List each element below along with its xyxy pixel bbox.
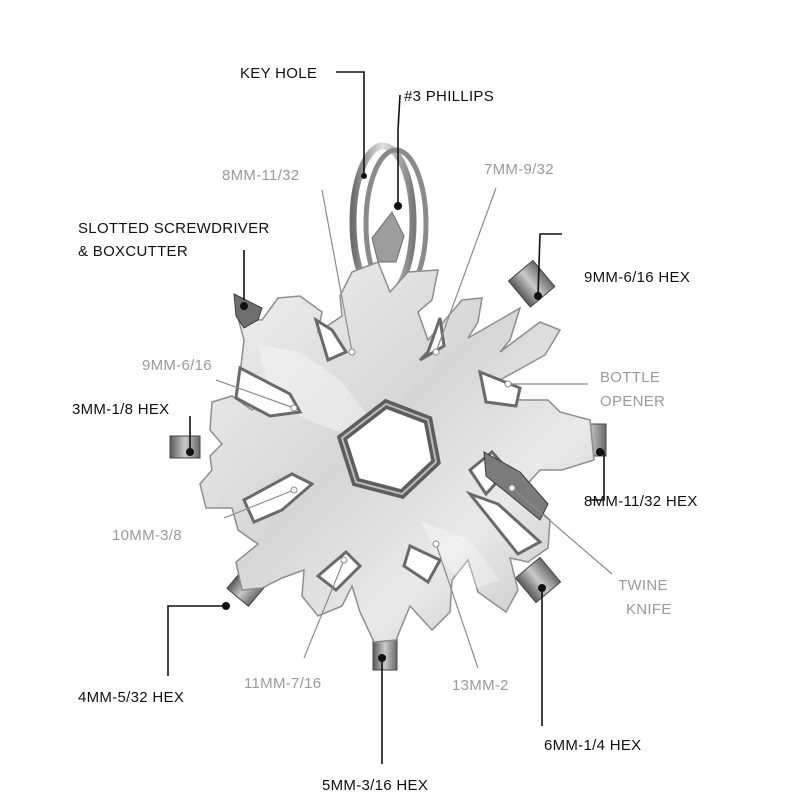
label-bottle-line2: OPENER	[600, 393, 665, 410]
label-key-hole: KEY HOLE	[240, 65, 317, 82]
label-hex-8mm-11-32: 8MM-11/32 HEX	[584, 493, 698, 510]
leader-lines-dark	[167, 71, 605, 764]
label-slotted-line2: & BOXCUTTER	[78, 243, 188, 260]
label-bottle-line1: BOTTLE	[600, 369, 660, 386]
blades	[233, 293, 549, 521]
label-wrench-10mm-3-8: 10MM-3/8	[112, 527, 182, 544]
leader-lines-grey	[215, 187, 613, 669]
labels-dark: KEY HOLE #3 PHILLIPS SLOTTED SCREWDRIVER…	[72, 65, 698, 794]
label-wrench-7mm-9-32: 7MM-9/32	[484, 161, 554, 178]
label-hex-9mm-6-16: 9MM-6/16 HEX	[584, 269, 690, 286]
label-wrench-8mm-11-32: 8MM-11/32	[222, 167, 299, 184]
label-hex-4mm-5-32: 4MM-5/32 HEX	[78, 689, 184, 706]
label-wrench-9mm-6-16: 9MM-6/16	[142, 357, 212, 374]
label-hex-3mm-1-8: 3MM-1/8 HEX	[72, 401, 170, 418]
label-twine-line1: TWINE	[618, 577, 668, 594]
label-hex-5mm-3-16: 5MM-3/16 HEX	[322, 777, 428, 794]
label-phillips: #3 PHILLIPS	[404, 88, 494, 105]
leader-dots	[186, 173, 604, 662]
labels-grey: 8MM-11/32 7MM-9/32 9MM-6/16 BOTTLE OPENE…	[112, 161, 672, 694]
center-hex-wrench	[336, 398, 441, 499]
label-slotted-line1: SLOTTED SCREWDRIVER	[78, 220, 270, 237]
label-twine-line2: KNIFE	[626, 601, 672, 618]
label-wrench-11mm-7-16: 11MM-7/16	[244, 675, 321, 692]
label-hex-6mm-1-4: 6MM-1/4 HEX	[544, 737, 642, 754]
label-wrench-13mm-2: 13MM-2	[452, 677, 509, 694]
